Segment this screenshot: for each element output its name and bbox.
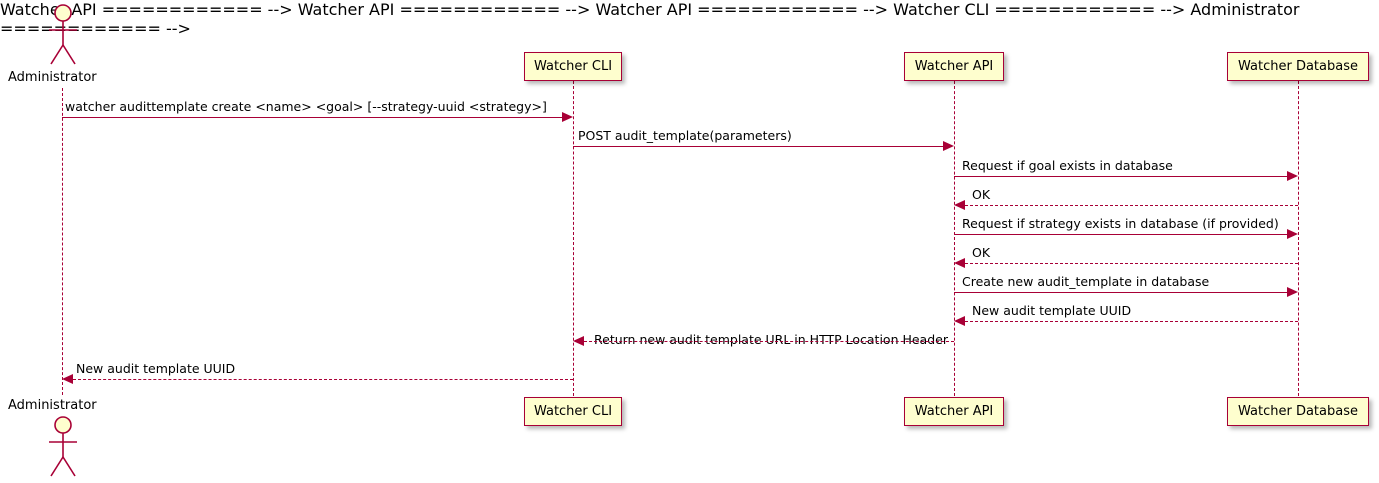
message-line-10 [73, 379, 573, 380]
participant-label-watcher-api-bottom: Watcher API [914, 404, 994, 419]
message-label-4: OK [972, 187, 991, 202]
message-line-2 [573, 146, 943, 147]
participant-label-watcher-api-top: Watcher API [914, 59, 994, 74]
message-line-1 [62, 117, 562, 118]
message-arrowhead-10 [62, 374, 73, 384]
actor-label-administrator-bottom: Administrator [8, 398, 97, 413]
participant-box-watcher-api-top[interactable]: Watcher API [904, 52, 1004, 81]
message-arrowhead-6 [954, 258, 965, 268]
participant-box-watcher-api-bottom[interactable]: Watcher API [904, 397, 1004, 426]
actor-administrator-bottom [49, 416, 77, 477]
message-label-10: New audit template UUID [76, 361, 236, 376]
message-arrowhead-9 [573, 336, 584, 346]
message-label-8: New audit template UUID [972, 303, 1132, 318]
participant-label-watcher-cli-top: Watcher CLI [533, 59, 613, 74]
lifeline-watcher-api [954, 81, 955, 396]
message-arrowhead-2 [943, 141, 954, 151]
participant-box-watcher-db-bottom[interactable]: Watcher Database [1227, 397, 1369, 426]
message-arrowhead-1 [562, 112, 573, 122]
message-line-9 [584, 341, 954, 342]
participant-box-watcher-db-top[interactable]: Watcher Database [1227, 52, 1369, 81]
message-label-2: POST audit_template(parameters) [578, 128, 792, 143]
actor-label-administrator-top: Administrator [8, 70, 97, 85]
message-line-4 [965, 205, 1298, 206]
participant-label-watcher-cli-bottom: Watcher CLI [533, 404, 613, 419]
message-arrowhead-4 [954, 200, 965, 210]
message-label-6: OK [972, 245, 991, 260]
message-label-7: Create new audit_template in database [962, 274, 1210, 289]
lifeline-watcher-cli [573, 81, 574, 396]
message-arrowhead-5 [1287, 229, 1298, 239]
participant-label-watcher-db-bottom: Watcher Database [1238, 404, 1358, 419]
participant-box-watcher-cli-top[interactable]: Watcher CLI [524, 52, 622, 81]
message-label-9: Return new audit template URL in HTTP Lo… [594, 332, 948, 347]
lifeline-administrator [62, 88, 63, 395]
message-label-3: Request if goal exists in database [962, 158, 1173, 173]
actor-administrator-top [49, 4, 77, 65]
participant-box-watcher-cli-bottom[interactable]: Watcher CLI [524, 397, 622, 426]
lifeline-watcher-db [1298, 81, 1299, 396]
message-label-1: watcher audittemplate create <name> <goa… [65, 99, 547, 114]
message-line-7 [954, 292, 1287, 293]
message-label-5: Request if strategy exists in database (… [962, 216, 1279, 231]
participant-label-watcher-db-top: Watcher Database [1238, 59, 1358, 74]
message-arrowhead-7 [1287, 287, 1298, 297]
message-line-3 [954, 176, 1287, 177]
message-arrowhead-8 [954, 316, 965, 326]
message-line-6 [965, 263, 1298, 264]
message-line-8 [965, 321, 1298, 322]
message-arrowhead-3 [1287, 171, 1298, 181]
message-line-5 [954, 234, 1287, 235]
